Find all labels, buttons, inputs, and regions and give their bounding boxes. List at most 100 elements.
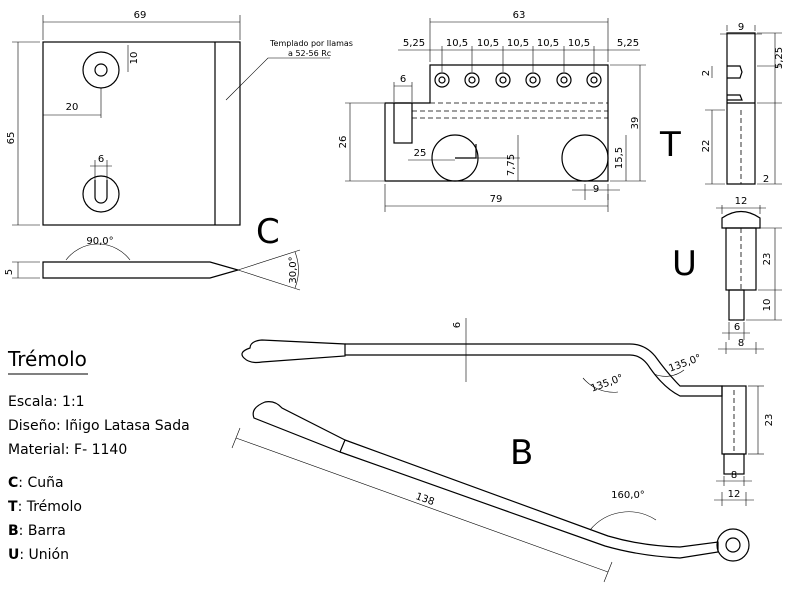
- title-block: Trémolo Escala: 1:1 Diseño: Iñigo Latasa…: [7, 347, 190, 563]
- dim-t-pitch-2: 10,5: [477, 38, 499, 49]
- bar-end-ring-outer: [716, 528, 750, 562]
- bar-top-view-sleeve: [721, 385, 747, 455]
- tremolo-side-notch-bottom-2: [727, 94, 743, 101]
- view-u: 12 23 10 6 8 U: [672, 196, 782, 354]
- dim-c-slot: 6: [98, 154, 104, 165]
- dim-t-total: 79: [490, 194, 503, 205]
- dim-b-angle-1: 135,0°: [589, 373, 624, 395]
- dim-c-hole-top: 10: [129, 52, 140, 65]
- view-label-c: C: [256, 212, 280, 252]
- view-label-t: T: [659, 125, 681, 165]
- dim-t-edge-left: 5,25: [403, 38, 425, 49]
- note-tempering-2: a 52-56 Rc: [288, 49, 331, 58]
- tremolo-hidden-lines: [412, 102, 608, 119]
- dim-c-thick: 5: [4, 269, 15, 275]
- dim-b-width-2: 12: [728, 489, 741, 500]
- dim-b-angle-3: 160,0°: [611, 490, 645, 501]
- dim-u-length: 23: [762, 253, 773, 266]
- info-design: Diseño: Iñigo Latasa Sada: [8, 418, 190, 434]
- drawing-title: Trémolo: [7, 347, 87, 371]
- bar-side-view-rod: [339, 439, 719, 559]
- dim-t-height: 39: [630, 117, 641, 130]
- dim-c-angle-tip: 30,0°: [288, 256, 299, 283]
- tremolo-side-notch-top: [727, 65, 743, 79]
- dim-t-pitch-3: 10,5: [507, 38, 529, 49]
- dim-b-height: 23: [764, 414, 775, 427]
- dim-t-hole-y: 7,75: [506, 154, 517, 176]
- string-hole-1-inner: [438, 76, 446, 84]
- dim-t-offset: 25: [414, 148, 427, 159]
- dim-c-angle-top: 90,0°: [86, 236, 113, 247]
- tremolo-right-bore: [561, 134, 609, 182]
- bar-end-ring-inner: [725, 537, 741, 553]
- bar-top-view-grip: [241, 339, 346, 364]
- legend-c: C: Cuña: [8, 475, 64, 491]
- wedge-bottom-hole-outer: [82, 175, 120, 213]
- string-hole-4: [525, 72, 541, 88]
- dim-t-radius: 15,5: [614, 147, 625, 169]
- view-label-b: B: [510, 433, 533, 473]
- dim-t-pitch-4: 10,5: [537, 38, 559, 49]
- dim-ts-width: 9: [738, 22, 744, 33]
- string-hole-4-inner: [529, 76, 537, 84]
- dim-b-thick: 6: [452, 322, 463, 328]
- bar-side-view-grip: [252, 401, 346, 453]
- union-tip: [728, 289, 745, 321]
- tremolo-side-outline: [726, 32, 756, 185]
- string-hole-2: [464, 72, 480, 88]
- dim-t-height-left: 26: [338, 136, 349, 149]
- string-hole-5-inner: [560, 76, 568, 84]
- wedge-bottom-slot: [94, 180, 108, 204]
- dim-b-length: 138: [414, 491, 436, 508]
- tremolo-body-outline: [384, 64, 609, 182]
- wedge-top-hole-outer: [82, 51, 120, 89]
- wedge-edge-view: [42, 261, 241, 279]
- string-hole-6: [586, 72, 602, 88]
- bar-top-view-rod: [345, 343, 723, 397]
- string-hole-5: [556, 72, 572, 88]
- legend-u: U: Unión: [8, 547, 69, 563]
- string-hole-3: [495, 72, 511, 88]
- dim-b-angle-2: 135,0°: [667, 353, 702, 375]
- string-hole-3-inner: [499, 76, 507, 84]
- dim-t-slot: 6: [400, 74, 406, 85]
- union-head: [721, 210, 761, 229]
- bar-top-view-sleeve-cap: [723, 453, 745, 475]
- view-t: 63 5,25 10,5 10,5 10,5 10,5 10,5 5,25 6 …: [338, 10, 681, 212]
- dim-ts-bottom: 2: [763, 174, 769, 185]
- view-t-side: 9 5,25 2 22 2: [701, 22, 785, 185]
- dim-t-slot-bottom: 9: [593, 184, 599, 195]
- legend-t: T: Trémolo: [8, 499, 82, 515]
- wedge-plate-outline: [42, 41, 241, 226]
- tremolo-bore-keyway: [455, 144, 477, 159]
- string-hole-6-inner: [590, 76, 598, 84]
- dim-t-pitch-5: 10,5: [568, 38, 590, 49]
- dim-b-width-1: 8: [731, 470, 737, 481]
- dim-t-pitch-1: 10,5: [446, 38, 468, 49]
- string-hole-1: [434, 72, 450, 88]
- tremolo-string-holes: [434, 72, 602, 88]
- dim-c-width: 69: [134, 10, 147, 21]
- info-scale: Escala: 1:1: [8, 394, 85, 410]
- view-c: 69 65 10 20 6 Templado por llamas a 52-5…: [4, 10, 353, 291]
- dim-u-tip-width: 6: [734, 322, 740, 333]
- view-b: 6 135,0° 135,0° 23 8 12 138 160,0° B: [231, 318, 775, 583]
- dim-c-height: 65: [6, 132, 17, 145]
- dim-u-tip: 10: [762, 299, 773, 312]
- dim-ts-top: 5,25: [774, 47, 785, 69]
- legend-b: B: Barra: [8, 523, 66, 539]
- string-hole-2-inner: [468, 76, 476, 84]
- dim-t-length: 63: [513, 10, 526, 21]
- dim-t-edge-right: 5,25: [617, 38, 639, 49]
- wedge-top-hole-inner: [94, 63, 108, 77]
- dim-u-head: 12: [735, 196, 748, 207]
- info-material: Material: F- 1140: [8, 442, 127, 458]
- note-tempering-1: Templado por llamas: [269, 39, 353, 48]
- view-label-u: U: [672, 244, 697, 284]
- dim-ts-mid: 22: [701, 140, 712, 153]
- dim-u-shank: 8: [738, 338, 744, 349]
- dim-c-hole-x: 20: [66, 102, 79, 113]
- tremolo-slot: [393, 102, 413, 144]
- dim-ts-gap: 2: [701, 70, 712, 76]
